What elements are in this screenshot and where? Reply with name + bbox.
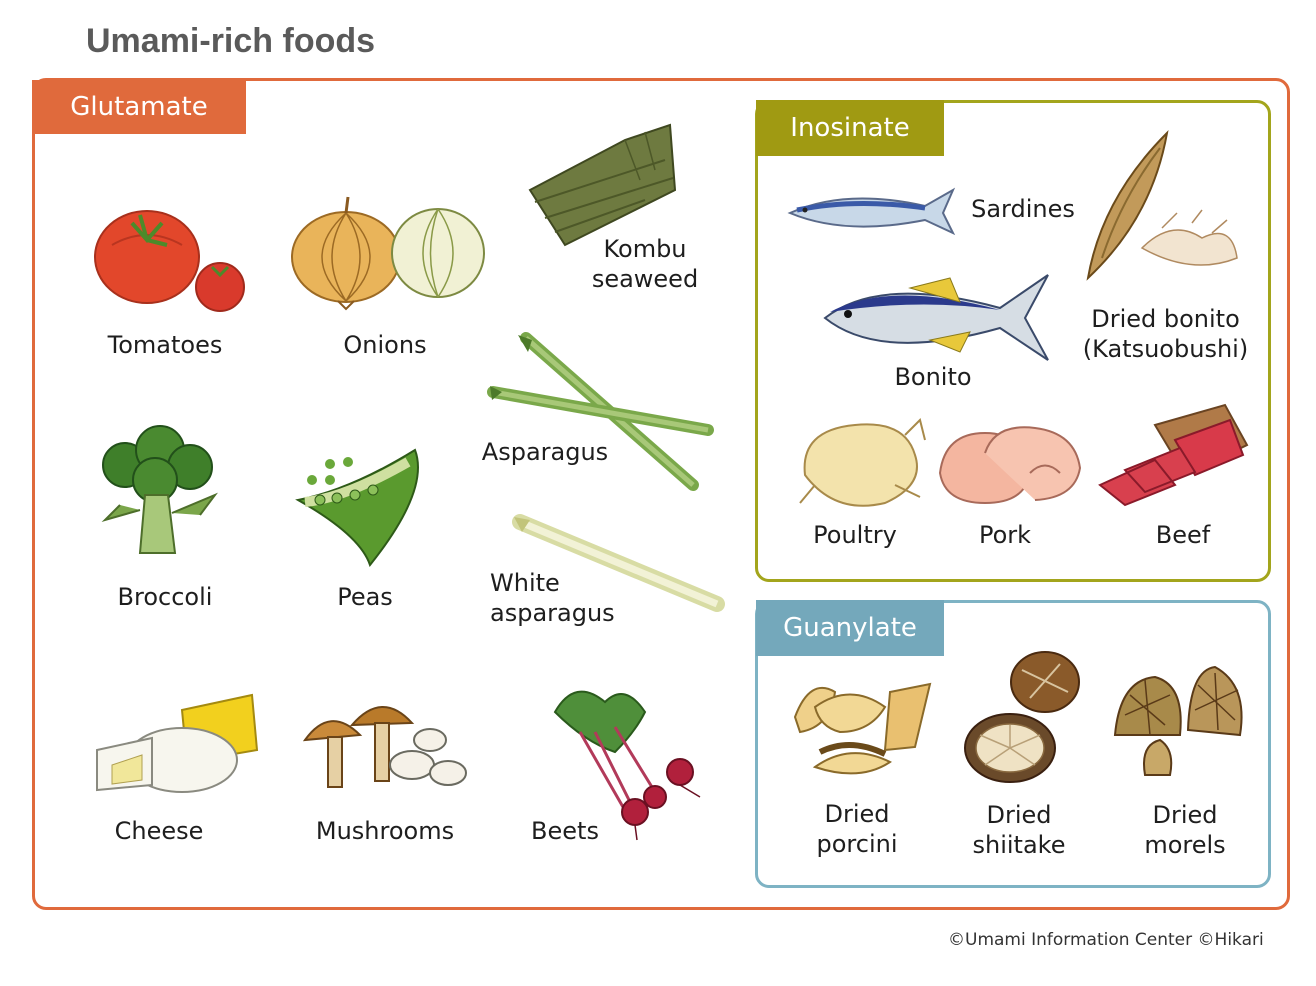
cheese-icon	[96, 693, 259, 793]
dried-porcini-icon	[793, 682, 932, 775]
bonito-icon	[823, 274, 1049, 361]
guanylate-panel	[755, 600, 1271, 888]
label-poultry: Poultry	[813, 521, 897, 549]
kombu-icon	[528, 123, 677, 247]
label-broccoli: Broccoli	[117, 583, 213, 611]
white-asparagus-icon	[512, 514, 725, 612]
pork-icon	[938, 426, 1082, 505]
label-bonito: Bonito	[894, 363, 972, 391]
label-tomatoes: Tomatoes	[107, 331, 223, 359]
inosinate-tab: Inosinate	[756, 100, 944, 156]
label-cheese: Cheese	[114, 817, 204, 845]
dried-shiitake-icon	[964, 651, 1080, 783]
asparagus-icon	[487, 332, 714, 491]
copyright-credit: ©Umami Information Center ©Hikari	[948, 930, 1264, 950]
label-dried-bonito: Dried bonito (Katsuobushi)	[1082, 305, 1249, 363]
label-peas: Peas	[337, 583, 393, 611]
page-title: Umami-rich foods	[86, 22, 376, 60]
label-pork: Pork	[978, 521, 1032, 549]
label-dried-shiitake: Dried shiitake	[972, 801, 1066, 859]
peas-icon	[295, 448, 419, 568]
inosinate-panel	[755, 100, 1271, 582]
sardine-icon	[787, 187, 956, 236]
label-kombu-seaweed: Kombu seaweed	[591, 235, 699, 293]
label-onions: Onions	[343, 331, 427, 359]
beets-icon	[553, 690, 701, 841]
mushrooms-icon	[302, 706, 467, 788]
guanylate-tab: Guanylate	[756, 600, 944, 656]
label-mushrooms: Mushrooms	[315, 817, 455, 845]
label-dried-morels: Dried morels	[1144, 801, 1226, 859]
tomato-icon	[94, 210, 245, 312]
label-dried-porcini: Dried porcini	[816, 800, 898, 858]
label-white-asparagus: White asparagus	[490, 569, 615, 627]
dried-morels-icon	[1113, 665, 1243, 776]
label-asparagus: Asparagus	[481, 438, 609, 466]
label-beef: Beef	[1155, 521, 1211, 549]
onion-icon	[291, 196, 485, 311]
glutamate-panel	[32, 78, 1290, 910]
label-beets: Beets	[531, 817, 599, 845]
label-sardines: Sardines	[971, 195, 1075, 223]
broccoli-icon	[101, 425, 219, 554]
beef-icon	[1098, 403, 1249, 507]
dried-bonito-icon	[1086, 130, 1238, 281]
poultry-icon	[799, 418, 926, 507]
glutamate-tab: Glutamate	[32, 80, 246, 134]
